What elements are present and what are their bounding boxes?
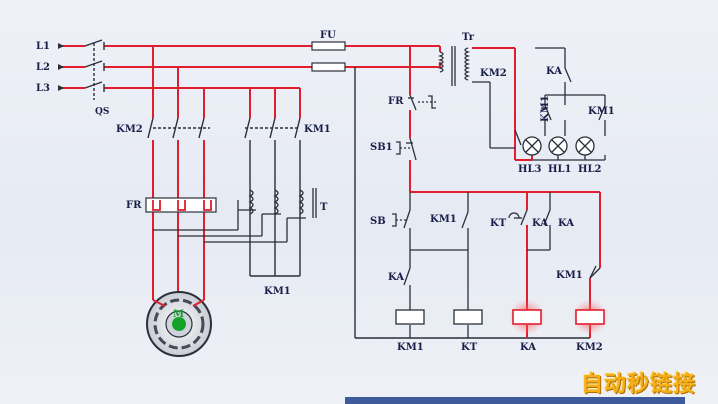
label-coil-kt: KT [461, 342, 478, 353]
label-hl2: HL2 [578, 164, 601, 175]
fr-main-relay [145, 197, 217, 213]
main-circuit [152, 46, 301, 300]
label-coil-ka: KA [520, 342, 536, 353]
motor [146, 291, 212, 357]
km2-main-contacts [147, 117, 210, 139]
label-motor: M [173, 309, 184, 320]
label-km1-right: KM1 [556, 270, 583, 281]
label-qs: QS [95, 107, 109, 117]
control-rails [354, 67, 590, 339]
label-km1-bottom: KM1 [264, 286, 291, 297]
label-km2-main: KM2 [116, 124, 143, 135]
control-energized [409, 45, 601, 338]
label-tr: Tr [462, 32, 475, 43]
coils [395, 299, 608, 335]
control-branches [409, 47, 606, 338]
label-km2-sig: KM2 [480, 68, 507, 79]
label-hl1: HL1 [548, 164, 571, 175]
labels: L1 L2 L3 QS FU Tr KM2 KM1 FR T KM1 M FR … [36, 30, 615, 353]
label-l3: L3 [36, 83, 50, 94]
label-km1-sig-h: KM1 [588, 106, 615, 117]
label-sb2: SB [370, 216, 386, 227]
label-km1-main: KM1 [304, 124, 331, 135]
label-ka-c2: KA [558, 218, 574, 229]
label-kt-c: KT [490, 218, 507, 229]
label-t: T [320, 202, 328, 213]
qs-switch [84, 39, 105, 100]
tr-transformer [437, 46, 471, 86]
label-fr-ctrl: FR [388, 96, 404, 107]
control-contacts [392, 67, 606, 286]
label-l2: L2 [36, 62, 50, 73]
label-km1-sig-v: KM1 [540, 95, 551, 122]
label-coil-km2: KM2 [576, 342, 603, 353]
fu-fuses [311, 41, 346, 72]
label-hl3: HL3 [518, 164, 541, 175]
supply-lines [60, 45, 440, 89]
label-l1: L1 [36, 41, 50, 52]
label-km1-c: KM1 [430, 214, 457, 225]
label-fu: FU [320, 30, 336, 41]
footer-strip [345, 397, 685, 404]
indicator-lamps [522, 136, 595, 156]
label-ka-left: KA [388, 272, 404, 283]
label-ka-c1: KA [532, 218, 548, 229]
label-fr-main: FR [126, 200, 142, 211]
watermark-text: 自动秒链接 [580, 372, 696, 397]
autotransformer [153, 188, 317, 243]
label-ka-sig: KA [546, 66, 562, 77]
label-sb1: SB1 [370, 142, 393, 153]
km1-main-contacts [244, 117, 301, 277]
label-coil-km1: KM1 [397, 342, 424, 353]
line-arrows [58, 43, 64, 91]
